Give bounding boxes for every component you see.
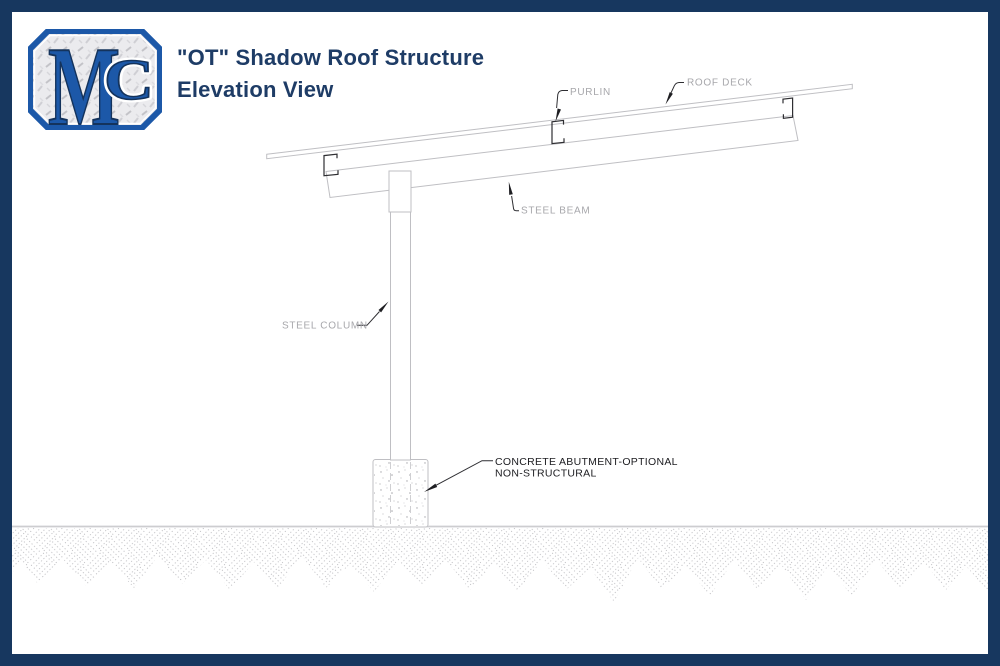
page-title-line2: Elevation View xyxy=(177,77,334,102)
purlin-left xyxy=(323,153,339,177)
steel-column xyxy=(390,211,411,461)
abutment-leader xyxy=(424,460,493,492)
logo-letter-c: C xyxy=(104,47,154,112)
abutment-label-line1: CONCRETE ABUTMENT-OPTIONAL xyxy=(495,456,678,468)
title-block: "OT" Shadow Roof Structure Elevation Vie… xyxy=(177,42,484,106)
ground-hatch xyxy=(12,528,988,602)
roof-deck-label: ROOF DECK xyxy=(687,78,753,89)
purlin-label: PURLIN xyxy=(570,87,611,98)
page-title-line1: "OT" Shadow Roof Structure xyxy=(177,45,485,70)
company-logo: M C C xyxy=(28,29,162,130)
steel-beam xyxy=(325,114,799,199)
concrete-abutment-stipple xyxy=(374,460,427,526)
roof-deck xyxy=(266,83,853,160)
abutment-label-line2: NON-STRUCTURAL xyxy=(495,468,597,480)
purlin-right xyxy=(782,97,794,119)
steel-column-leader xyxy=(357,301,389,326)
steel-column-label: STEEL COLUMN xyxy=(282,321,368,332)
logo-inner-line xyxy=(33,34,157,125)
column-cap xyxy=(388,170,412,213)
steel-beam-leader xyxy=(508,181,519,212)
logo-badge-plate xyxy=(28,29,162,130)
purlin-leader xyxy=(555,90,568,122)
logo-letter-c-halo: C xyxy=(104,47,154,112)
purlin-middle xyxy=(551,119,565,145)
logo-letter-m: M xyxy=(48,29,120,130)
steel-beam-label: STEEL BEAM xyxy=(521,206,590,217)
roof-deck-leader xyxy=(665,82,684,105)
